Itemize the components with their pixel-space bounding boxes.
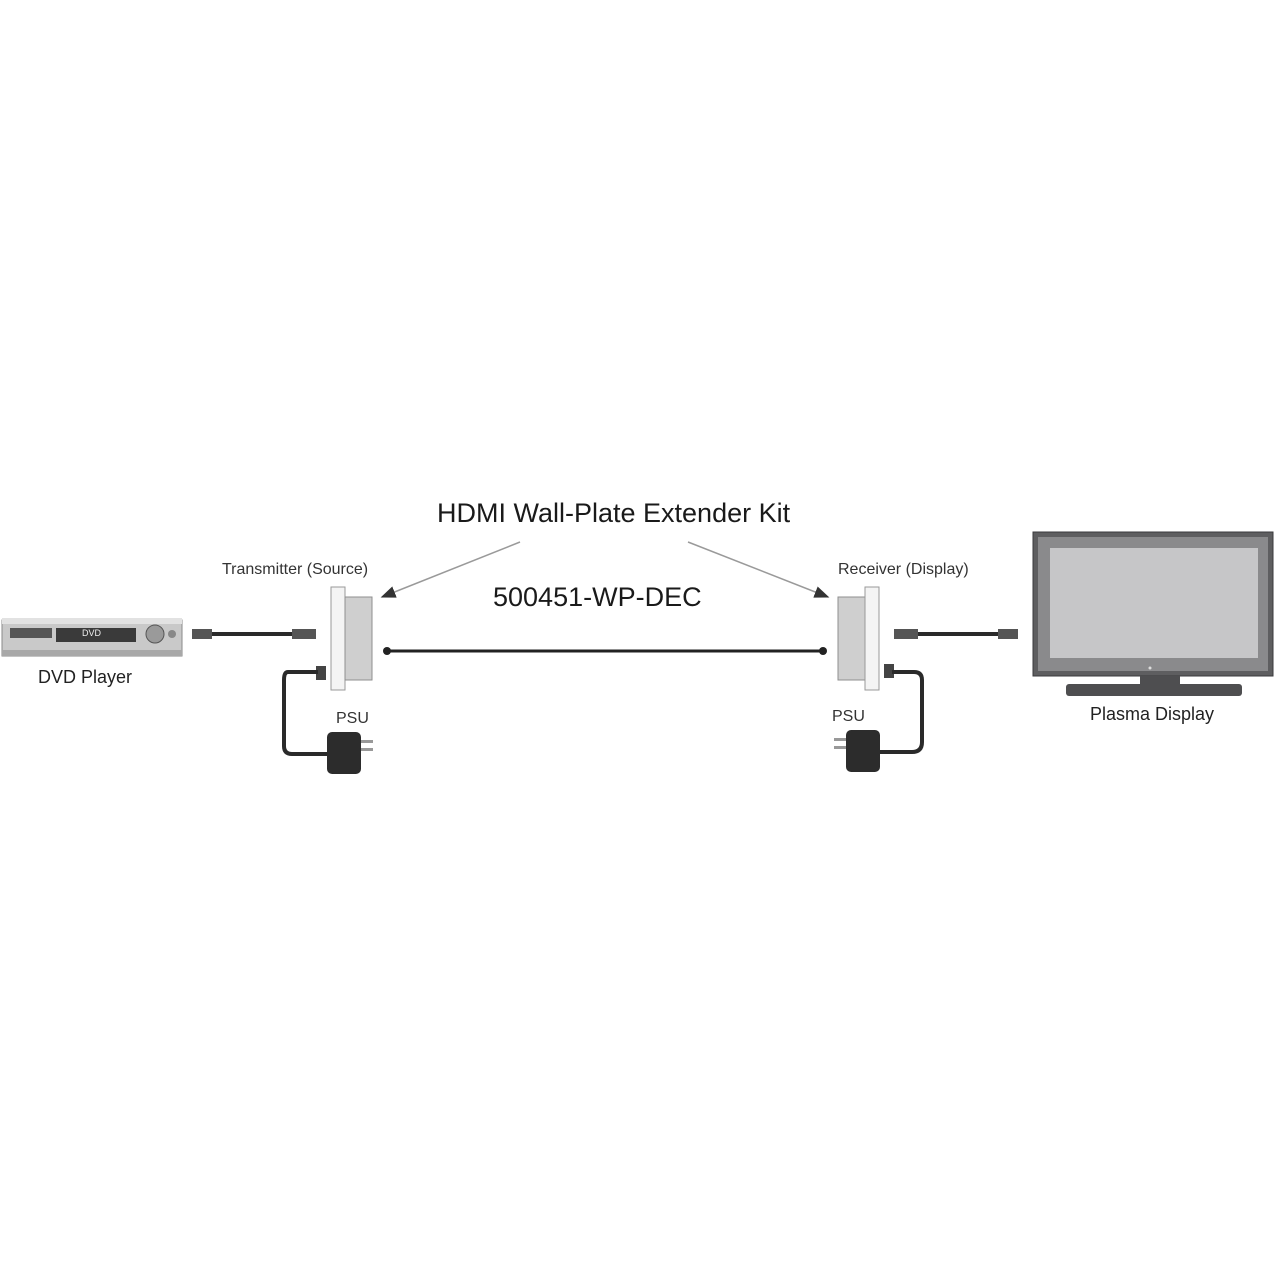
receiver-label: Receiver (Display) <box>838 561 969 578</box>
psu-right-label: PSU <box>832 708 865 725</box>
model-number: 500451-WP-DEC <box>493 582 702 612</box>
psu-left-label: PSU <box>336 710 369 727</box>
transmitter-label: Transmitter (Source) <box>222 561 369 578</box>
dvd-logo-text: DVD <box>82 628 102 638</box>
psu-right-icon <box>834 730 880 772</box>
psu-left-icon <box>327 732 373 774</box>
title-arrow-right <box>687 541 830 598</box>
hdmi-cable-display <box>894 629 1018 639</box>
hdmi-cable-source <box>192 629 316 639</box>
psu-cable-right <box>880 670 924 754</box>
link-cable <box>383 647 827 655</box>
dvd-player-label: DVD Player <box>38 667 133 687</box>
plasma-display-label: Plasma Display <box>1090 704 1215 724</box>
dvd-player-icon <box>1 618 183 657</box>
diagram-title: HDMI Wall-Plate Extender Kit <box>437 498 791 528</box>
receiver-wall-plate-icon <box>837 586 894 691</box>
transmitter-wall-plate-icon <box>316 586 373 691</box>
psu-cable-left <box>282 670 330 756</box>
title-arrow-left <box>380 541 521 598</box>
plasma-display-icon <box>1032 531 1274 696</box>
